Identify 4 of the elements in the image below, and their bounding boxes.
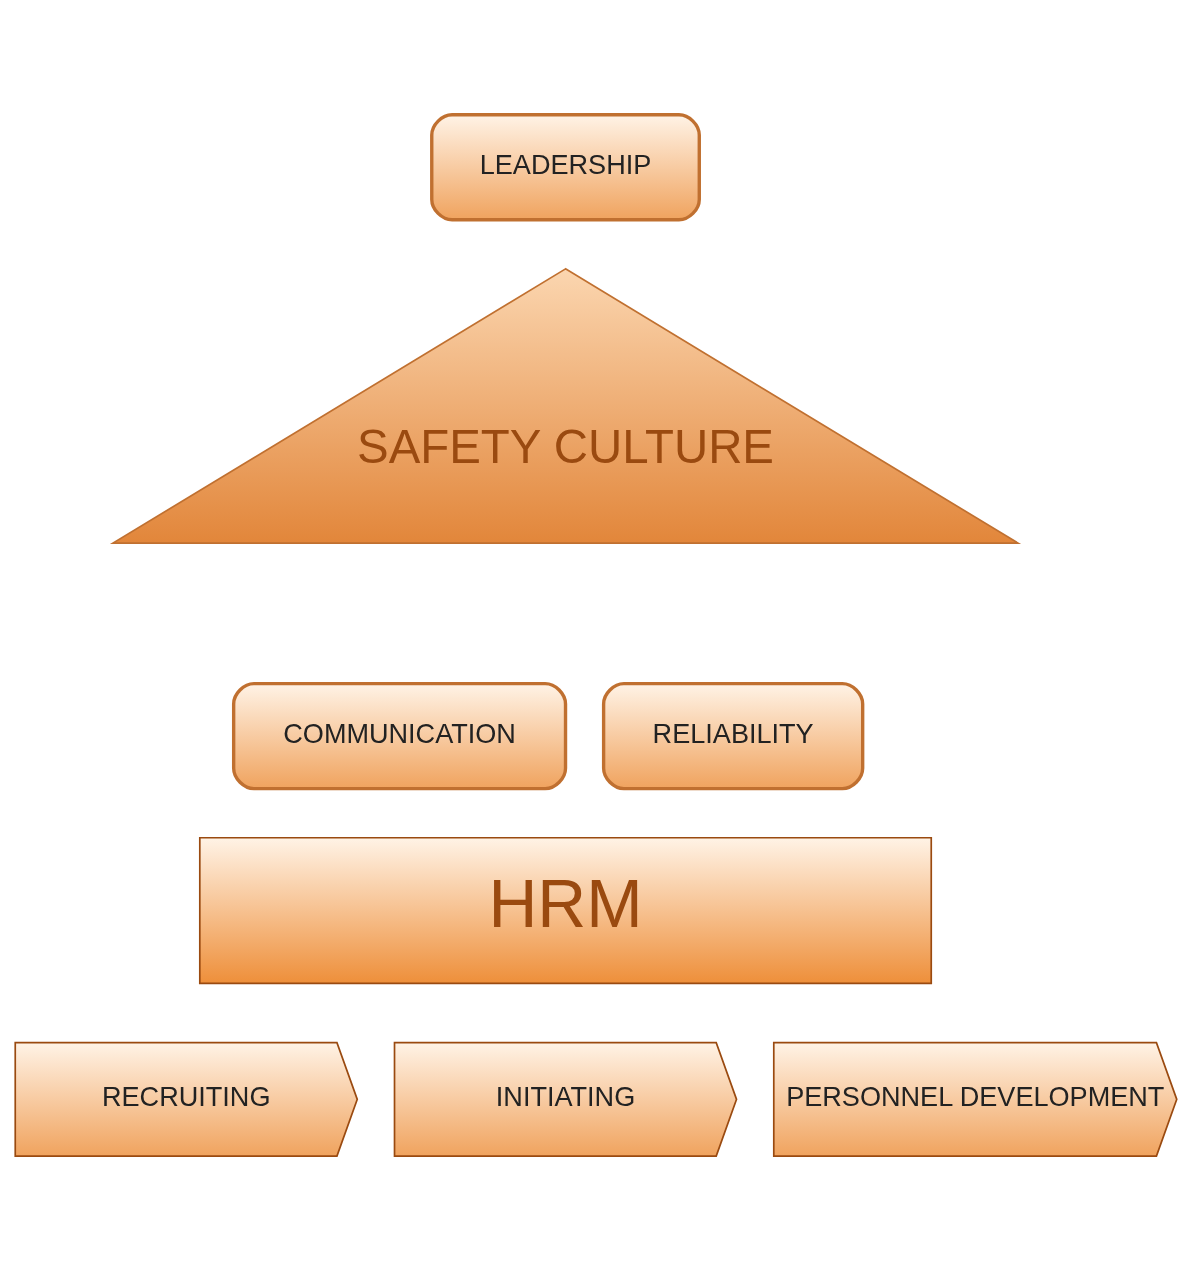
node-box: LEADERSHIP	[430, 112, 701, 221]
node-box: RELIABILITY	[601, 681, 865, 790]
node-box: COMMUNICATION	[231, 681, 568, 790]
node-box: HRM	[198, 836, 933, 984]
